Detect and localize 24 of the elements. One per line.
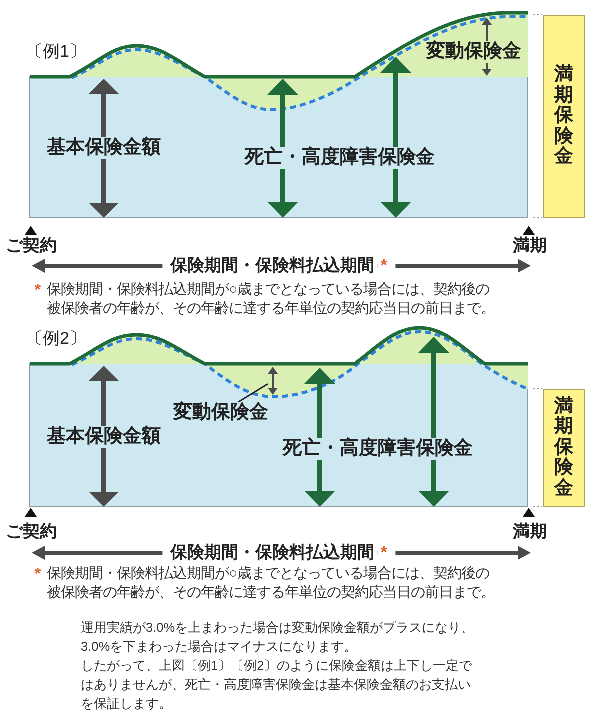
footnote-text: 保険期間・保険料払込期間が○歳までとなっている場合には、契約後の被保険者の年齢が、その年齢に達する年単位の契約応当日の前日まで。 [47,565,495,603]
variable-benefit-label: 変動保険金 [170,402,272,424]
maturity-label: 満期 [513,522,547,542]
contract-start-label: ご契約 [6,236,57,256]
base-amount-label: 基本保険金額 [44,137,164,159]
maturity-benefit-box: 満期保険金 [543,389,585,507]
footnote-mark: * [34,566,42,584]
death-benefit-label: 死亡・高度障害保険金 [280,438,476,460]
contract-start-label: ご契約 [6,522,57,542]
period-label: 保険期間・保険料払込期間 [162,256,378,276]
variable-benefit-label: 変動保険金 [424,41,524,63]
example-heading: 〔例1〕 [26,42,86,62]
note-paragraph: 運用実績が3.0%を上まわった場合は変動保険金額がプラスになり、3.0%を下まわった場合はマイナスになります。 [81,619,476,656]
example-heading: 〔例2〕 [26,329,86,349]
leader-line [238,383,268,403]
maturity-benefit-box: 満期保険金 [543,15,585,218]
period-label: 保険期間・保険料払込期間 [162,543,378,563]
maturity-label: 満期 [513,236,547,256]
note-paragraph: したがって、上図〔例1〕〔例2〕のように保険金額は上下し一定ではありませんが、死亡・高度障害保険金は基本保険金額のお支払いを保証します。 [81,657,474,713]
death-benefit-label: 死亡・高度障害保険金 [242,147,438,169]
footnote-text: 保険期間・保険料払込期間が○歳までとなっている場合には、契約後の被保険者の年齢が、その年齢に達する年単位の契約応当日の前日まで。 [47,281,495,319]
dimension-line [268,367,278,395]
base-amount-label: 基本保険金額 [44,426,164,448]
footnote-mark: * [34,282,42,300]
